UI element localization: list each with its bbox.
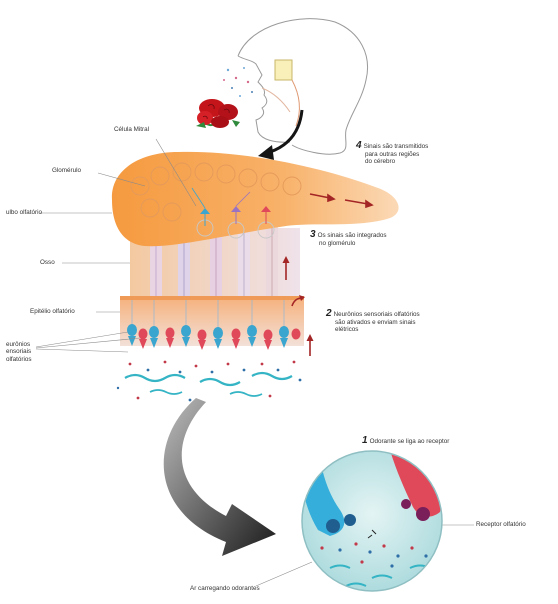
zoom-circle-icon — [301, 450, 450, 591]
step-4-number: 4 — [356, 140, 362, 151]
epithelium-layer — [120, 296, 304, 346]
curved-arrow-icon — [258, 110, 302, 160]
label-olfactory-bulb: ulbo olfatório — [6, 209, 42, 216]
rose-icon — [196, 99, 240, 128]
odor-dots-head — [223, 67, 253, 97]
step-2-number: 2 — [326, 308, 332, 319]
label-receptor: Receptor olfatório — [476, 521, 526, 528]
cilia-and-odorants — [117, 361, 302, 402]
label-air: Ar carregando odorantes — [190, 585, 260, 592]
step-1-number: 1 — [362, 435, 368, 446]
step-3-number: 3 — [310, 229, 316, 240]
label-epithelium: Epitélio olfatório — [30, 308, 75, 315]
label-bone: Osso — [40, 259, 55, 266]
label-glomerulus: Glomérulo — [52, 167, 81, 174]
head-profile-icon — [238, 19, 368, 154]
zoom-arrow-icon — [164, 398, 276, 556]
label-sensory-neurons: eurônios ensoriais olfatórios — [6, 341, 32, 363]
label-mitral-cell: Célula Mitral — [114, 126, 149, 133]
